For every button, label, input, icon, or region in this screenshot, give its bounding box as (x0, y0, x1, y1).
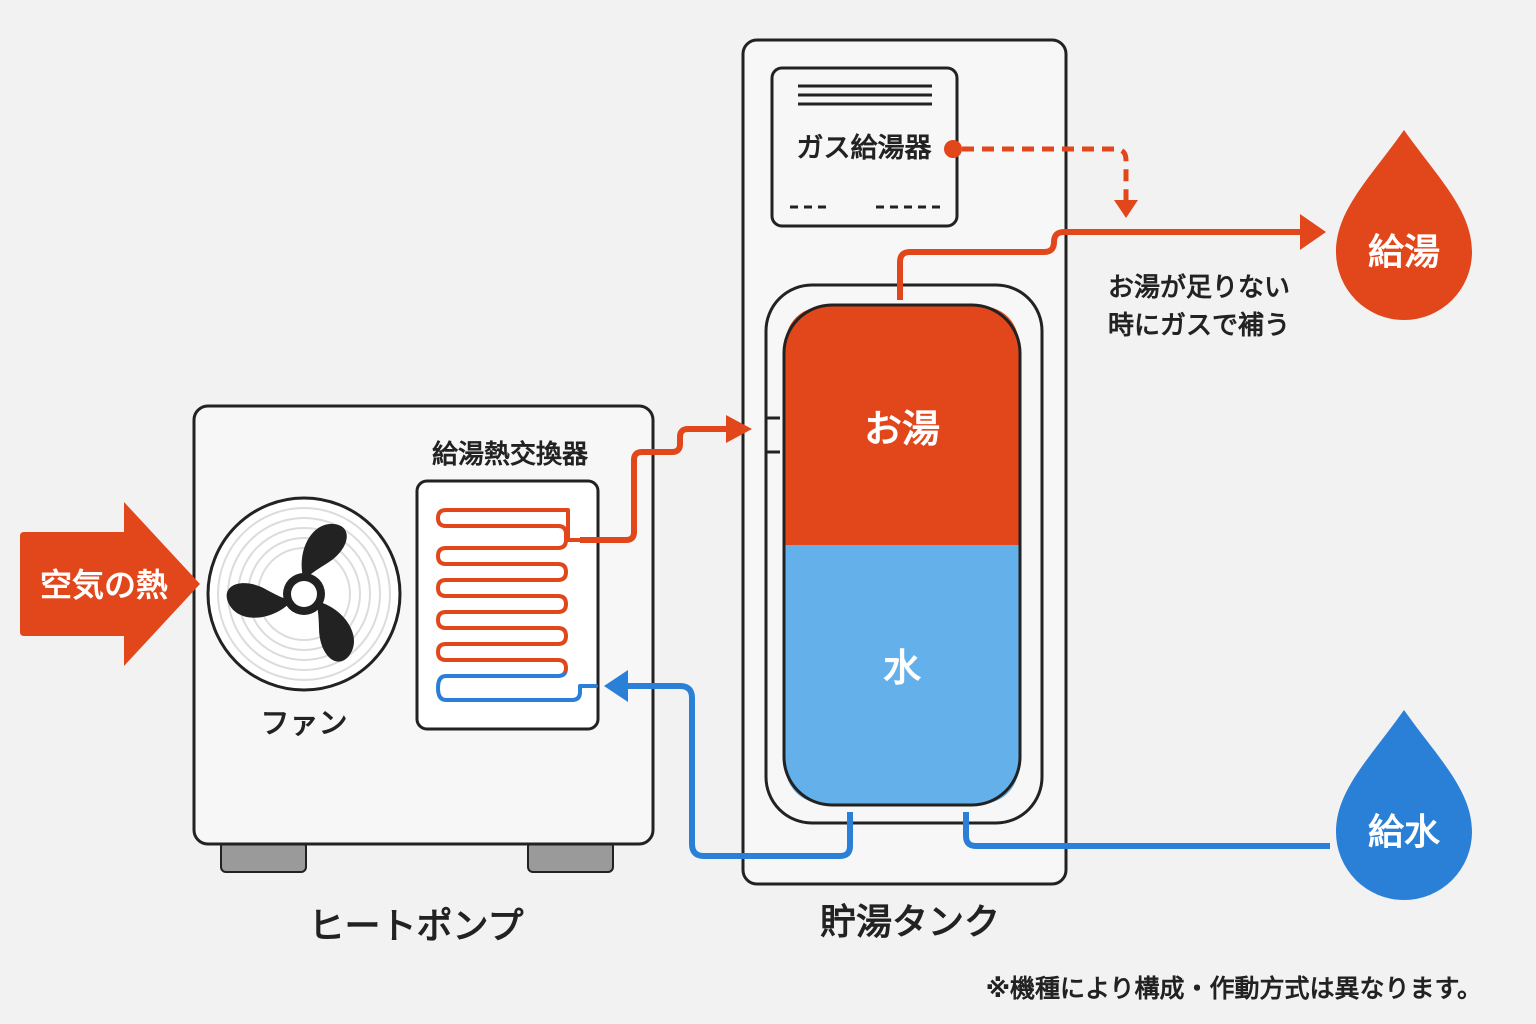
tank-vessel: お湯 水 (764, 283, 1044, 825)
air-heat-arrow: 空気の熱 (20, 502, 200, 666)
gas-supplement-arrowhead (1114, 200, 1138, 218)
hot-supply-pipe (897, 229, 1305, 300)
fan-label: ファン (260, 706, 347, 740)
gas-note-line1: お湯が足りない (1108, 272, 1290, 303)
gas-supplement-line (962, 146, 1129, 200)
cold-pipe-to-heat-pump (625, 683, 853, 859)
cold-pipe-arrowhead (604, 670, 628, 702)
hot-pipe-arrowhead (726, 415, 752, 443)
heat-pump-label: ヒートポンプ (309, 905, 524, 947)
hot-supply-arrowhead (1300, 214, 1326, 250)
heat-exchanger-label: 給湯熱交換器 (432, 439, 589, 470)
gas-note-line2: 時にガスで補う (1108, 311, 1290, 341)
footnote: ※機種により構成・作動方式は異なります。 (986, 974, 1482, 1003)
air-heat-label: 空気の熱 (40, 566, 168, 604)
gas-heater-outlet-dot (944, 140, 962, 158)
cold-supply-pipe (963, 812, 1330, 849)
hot-supply-droplet-icon: 給湯 (1336, 130, 1472, 320)
hot-pipe-to-tank (580, 426, 730, 543)
heat-exchanger (415, 479, 600, 731)
cold-supply-droplet-icon: 給水 (1336, 710, 1472, 900)
cold-supply-label: 給水 (1368, 812, 1441, 853)
gas-heater-label: ガス給湯器 (797, 132, 933, 164)
storage-tank-label: 貯湯タンク (820, 902, 1000, 943)
tank-cold-label: 水 (883, 646, 922, 690)
tank-hot-label: お湯 (864, 407, 940, 451)
tank-inlet-connector (766, 416, 780, 454)
gas-heater-box: ガス給湯器 (770, 66, 959, 228)
hot-supply-label: 給湯 (1368, 232, 1440, 273)
fan-icon (206, 496, 402, 692)
